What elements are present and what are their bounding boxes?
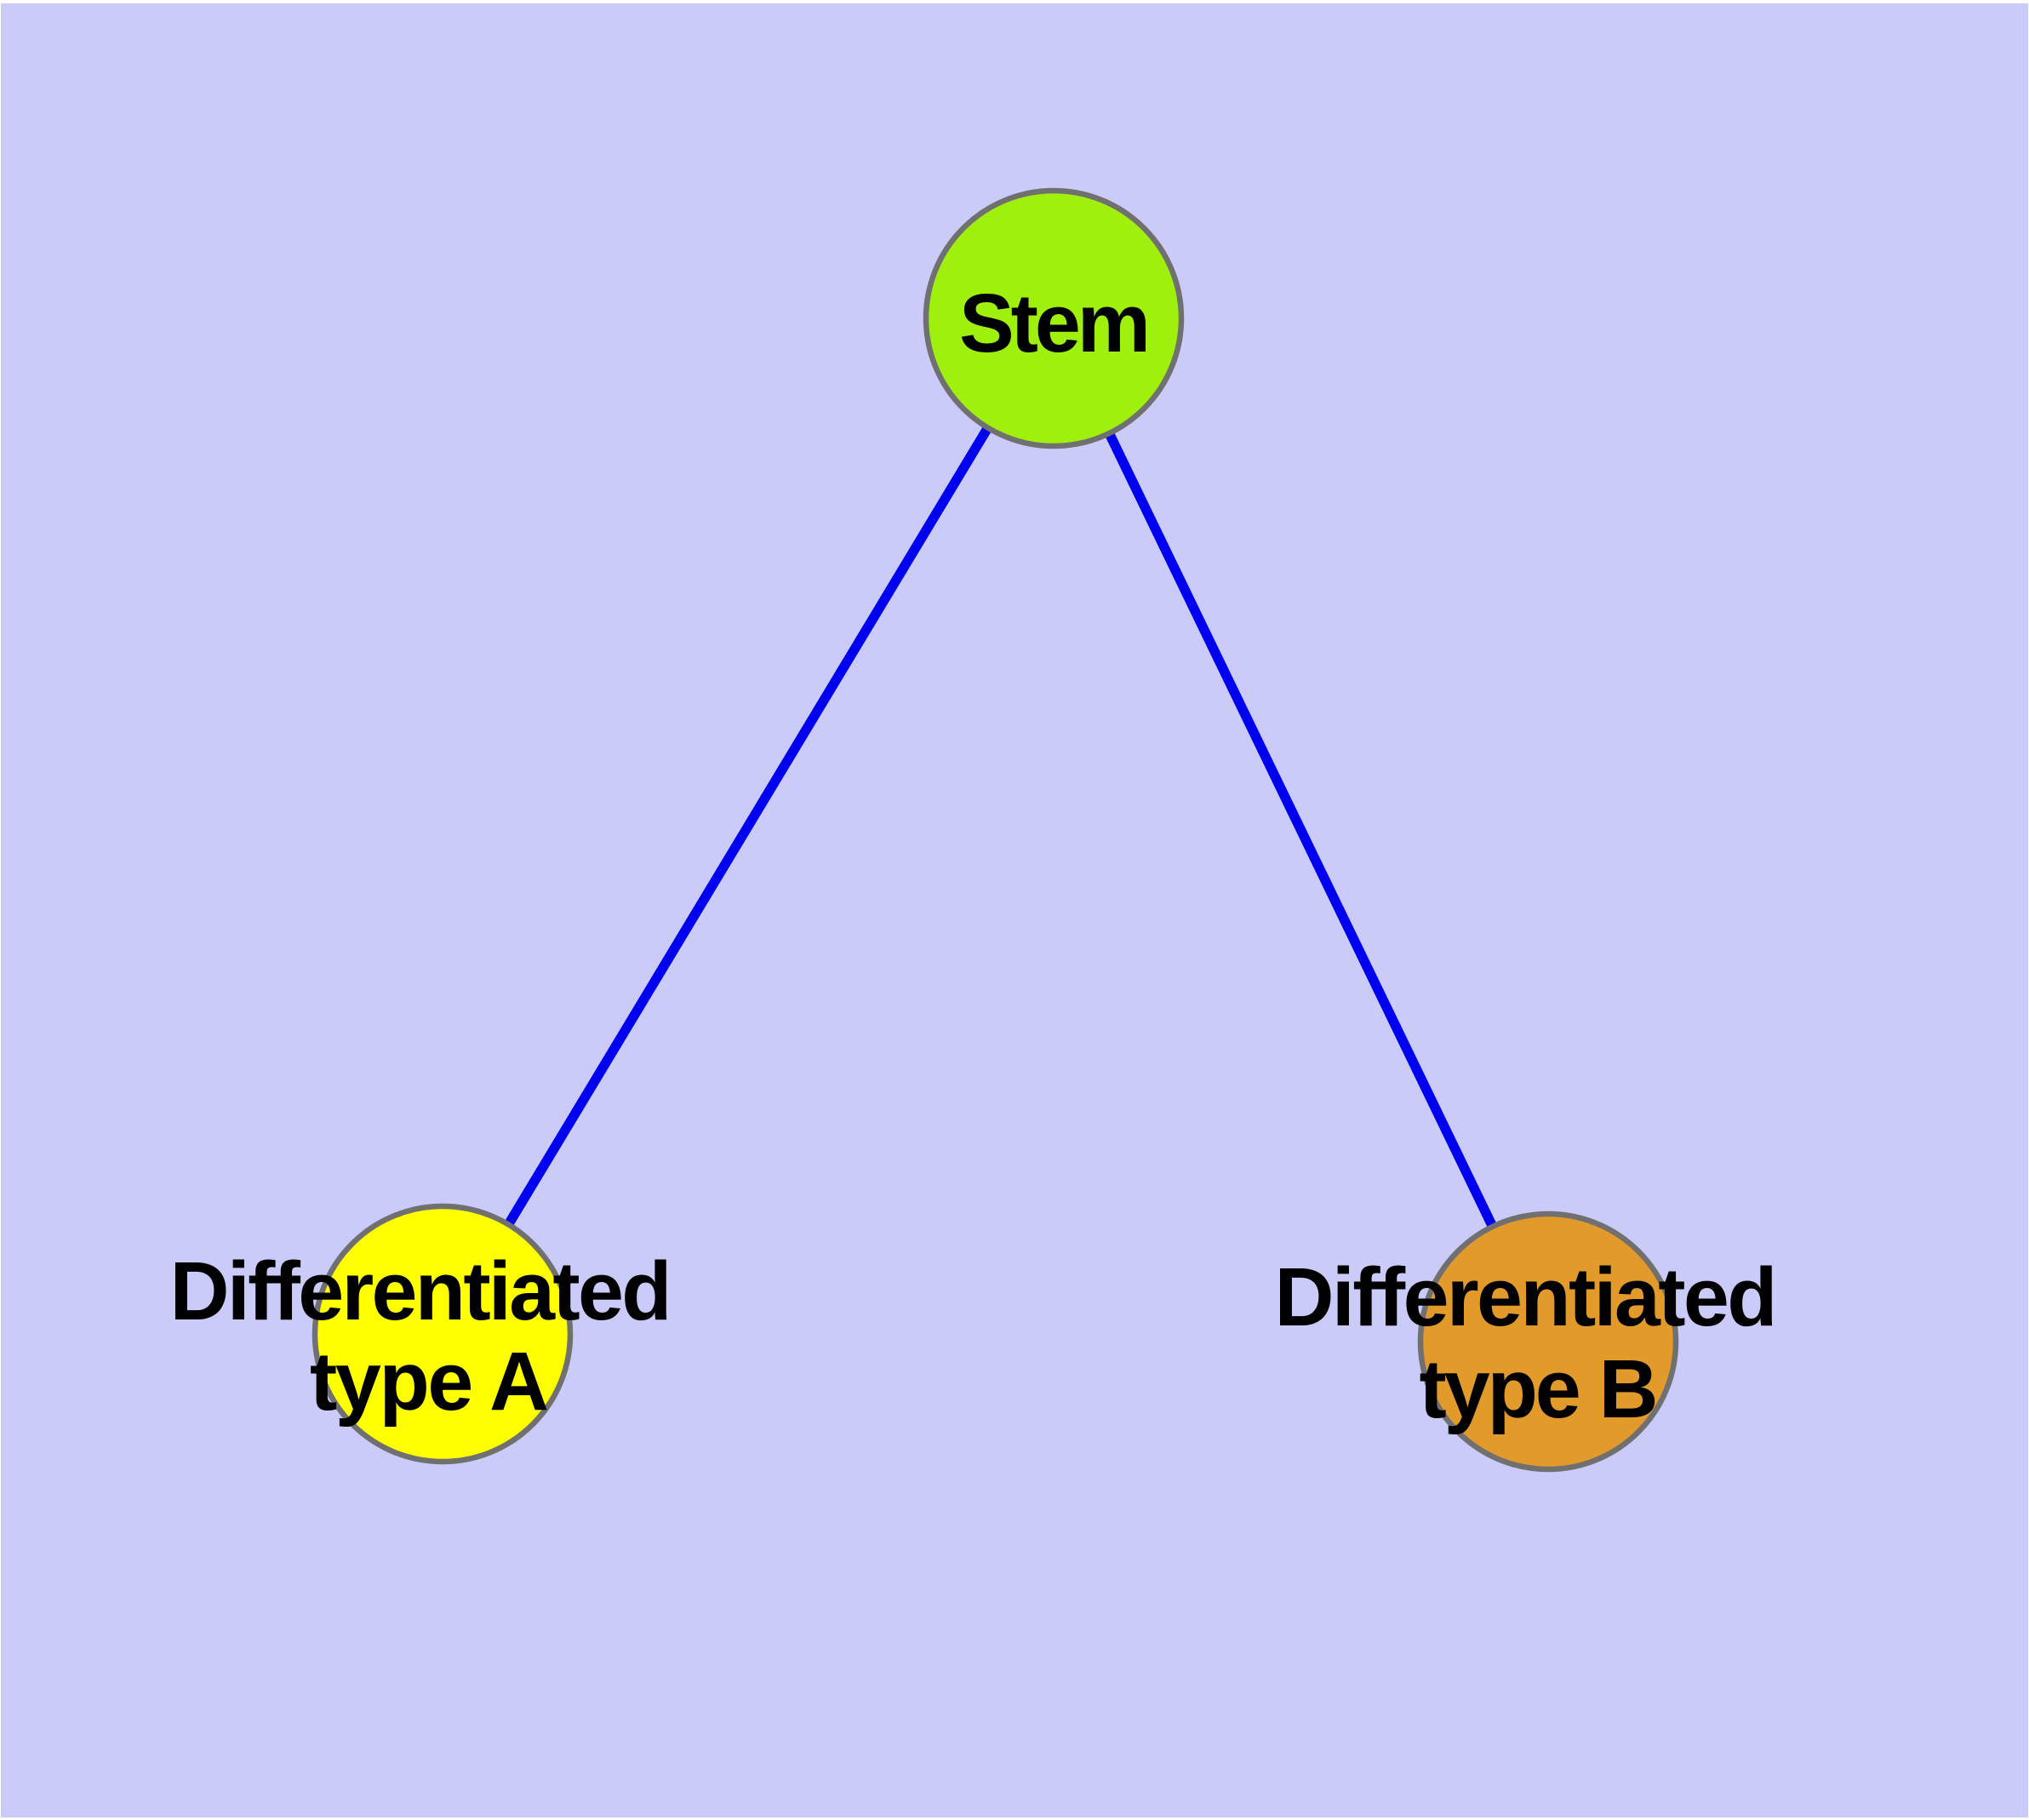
svg-text:Differentiated: Differentiated	[170, 1245, 672, 1337]
svg-text:Stem: Stem	[959, 277, 1151, 369]
svg-text:type B: type B	[1420, 1342, 1659, 1435]
svg-text:type A: type A	[310, 1335, 549, 1428]
svg-text:Differentiated: Differentiated	[1275, 1251, 1778, 1343]
